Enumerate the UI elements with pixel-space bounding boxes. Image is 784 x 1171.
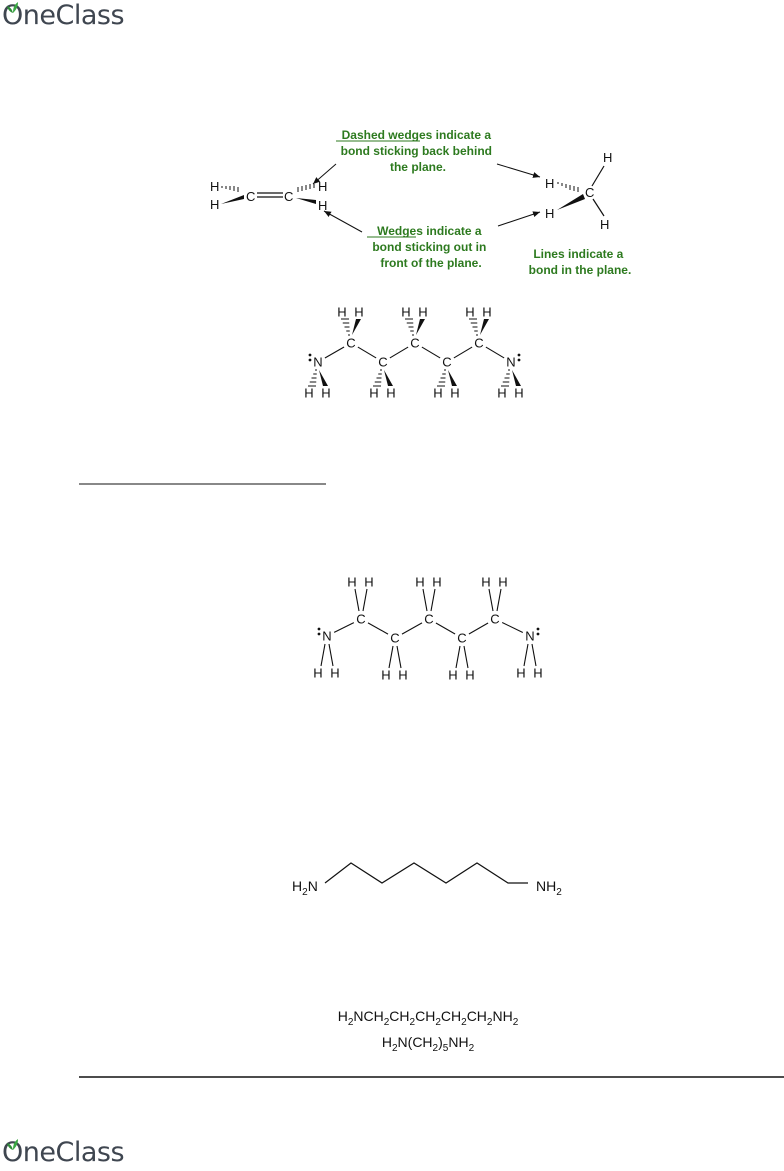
- hydrogen-atom: H: [347, 575, 356, 590]
- dashed-wedge-caption: Dashed wedges indicate a bond sticking b…: [341, 128, 496, 174]
- leaf-icon: [7, 2, 18, 13]
- svg-text:H: H: [603, 150, 612, 165]
- condensed-formula-full: H2NCH2CH2CH2CH2CH2NH2: [338, 1008, 519, 1028]
- hydrogen-atom: H: [497, 386, 506, 401]
- wedge-caption: Wedges indicate a bond sticking out in f…: [372, 224, 489, 270]
- left-amine-label: H2N: [292, 878, 318, 898]
- hydrogen-atom: H: [313, 666, 322, 681]
- right-amine-label: NH2: [536, 878, 562, 898]
- svg-text:H: H: [210, 197, 219, 212]
- hydrogen-atom: H: [337, 305, 346, 320]
- svg-text:H: H: [600, 217, 609, 232]
- carbon-atom: C: [424, 612, 433, 627]
- condensed-formula-short: H2N(CH2)5NH2: [382, 1034, 475, 1054]
- hydrogen-atom: H: [321, 386, 330, 401]
- leaf-icon: [7, 1139, 18, 1150]
- hydrogen-atom: H: [354, 305, 363, 320]
- carbon-atom: C: [356, 612, 365, 627]
- hydrogen-atom: H: [533, 666, 542, 681]
- hydrogen-atom: H: [514, 386, 523, 401]
- carbon-atom: C: [410, 336, 419, 351]
- hydrogen-atom: H: [432, 575, 441, 590]
- nitrogen-atom: N: [322, 629, 331, 644]
- hydrogen-atom: H: [369, 386, 378, 401]
- wedge-explanation-figure: Dashed wedges indicate a bond sticking b…: [210, 128, 631, 277]
- oneclass-logo: OneClass: [2, 0, 125, 31]
- svg-text:C: C: [284, 189, 293, 204]
- hydrogen-atom: H: [304, 386, 313, 401]
- svg-text:C: C: [246, 189, 255, 204]
- hydrogen-atom: H: [465, 305, 474, 320]
- svg-text:H: H: [318, 179, 327, 194]
- hydrogen-atom: H: [398, 668, 407, 683]
- logo-text: OneClass: [2, 0, 125, 31]
- hydrogen-atom: H: [401, 305, 410, 320]
- hydrogen-atom: H: [418, 305, 427, 320]
- logo-text: OneClass: [2, 1137, 125, 1168]
- hydrogen-atom: H: [482, 305, 491, 320]
- hydrogen-atom: H: [433, 386, 442, 401]
- methyl-molecule: H H C H H: [545, 150, 612, 232]
- carbon-atom: C: [442, 355, 451, 370]
- hydrogen-atom: H: [448, 668, 457, 683]
- nitrogen-atom: N: [525, 629, 534, 644]
- line-caption: Lines indicate a bond in the plane.: [529, 247, 632, 277]
- hydrogen-atom: H: [386, 386, 395, 401]
- oneclass-logo-footer: OneClass: [2, 1137, 125, 1168]
- skeletal-diamine-structure: H2N NH2: [292, 862, 562, 898]
- hydrogen-atom: H: [498, 575, 507, 590]
- hydrogen-atom: H: [481, 575, 490, 590]
- hydrogen-atom: H: [465, 668, 474, 683]
- carbon-atom: C: [490, 612, 499, 627]
- nitrogen-atom: N: [506, 355, 515, 370]
- carbon-atom: C: [474, 336, 483, 351]
- svg-text:H: H: [545, 176, 554, 191]
- ethylene-molecule: H H C C H H: [210, 179, 327, 213]
- svg-text:C: C: [585, 185, 594, 200]
- carbon-atom: C: [390, 631, 399, 646]
- hydrogen-atom: H: [516, 666, 525, 681]
- carbon-atom: C: [457, 631, 466, 646]
- carbon-atom: C: [378, 355, 387, 370]
- hydrogen-atom: H: [381, 668, 390, 683]
- carbon-atom: C: [346, 336, 355, 351]
- hydrogen-atom: H: [450, 386, 459, 401]
- svg-text:H: H: [210, 179, 219, 194]
- svg-text:H: H: [545, 206, 554, 221]
- hydrogen-atom: H: [364, 575, 373, 590]
- nitrogen-atom: N: [313, 355, 322, 370]
- hydrogen-atom: H: [415, 575, 424, 590]
- svg-text:H: H: [318, 198, 327, 213]
- hydrogen-atom: H: [330, 666, 339, 681]
